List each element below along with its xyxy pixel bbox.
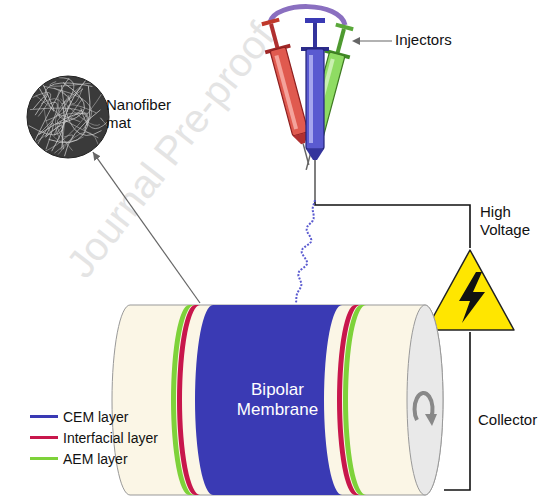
legend-swatch bbox=[30, 457, 58, 460]
legend-label: Interfacial layer bbox=[63, 429, 203, 447]
legend-swatch bbox=[30, 415, 58, 418]
leader-line bbox=[358, 40, 392, 41]
green-syringe bbox=[294, 22, 358, 174]
node-label: Injectors bbox=[395, 31, 465, 49]
bipolar-membrane-collector: Bipolar Membrane bbox=[108, 303, 448, 497]
node-label: Nanofiber mat bbox=[106, 96, 178, 132]
wire-connector bbox=[315, 200, 470, 248]
wire-connector bbox=[444, 332, 470, 490]
nanofiber-image bbox=[26, 75, 110, 159]
high-voltage-symbol bbox=[424, 248, 516, 332]
blue-syringe bbox=[301, 18, 329, 200]
node-label: Bipolar Membrane bbox=[213, 380, 342, 420]
legend-label: AEM layer bbox=[63, 450, 203, 468]
legend-label: CEM layer bbox=[63, 408, 203, 426]
nanofiber-mat: Nanofiber mat bbox=[26, 75, 110, 159]
syringe-injectors: Injectors bbox=[250, 0, 460, 200]
fiber-jet bbox=[296, 200, 315, 303]
leader-arrowhead bbox=[352, 37, 360, 45]
node-label: High Voltage bbox=[480, 203, 546, 239]
legend-swatch bbox=[30, 436, 58, 439]
syringe-tube bbox=[270, 7, 345, 25]
collector-label: Collector bbox=[478, 410, 554, 429]
high-voltage-source: High Voltage bbox=[424, 248, 516, 332]
wire-connector bbox=[93, 152, 200, 303]
